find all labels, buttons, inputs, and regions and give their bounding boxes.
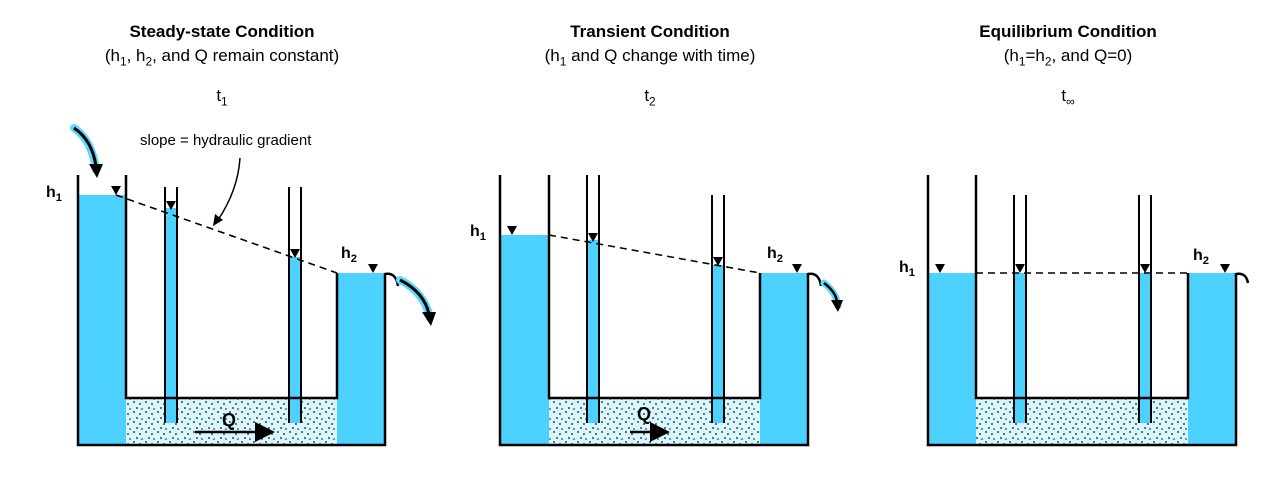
piezometer-2-water bbox=[1139, 273, 1151, 423]
left-reservoir-water bbox=[500, 235, 549, 445]
piezometer-1-tube bbox=[164, 187, 178, 423]
panel-3-h2-label: h2 bbox=[1193, 247, 1210, 268]
left-reservoir-water bbox=[928, 273, 976, 445]
water-level-marker bbox=[588, 233, 598, 242]
panel-equilibrium bbox=[926, 175, 1250, 447]
sand-aquifer bbox=[549, 398, 760, 445]
panel-2-subtitle: (h1 and Q change with time) bbox=[544, 46, 756, 69]
panel-3-time: t∞ bbox=[1061, 86, 1075, 109]
water-level-marker bbox=[1220, 264, 1230, 273]
water-level-marker bbox=[111, 186, 121, 195]
panel-1-h1-label: h1 bbox=[46, 184, 63, 205]
sand-aquifer bbox=[976, 398, 1188, 445]
inflow-arrow bbox=[73, 126, 98, 167]
water-level-marker bbox=[713, 257, 723, 266]
panel-3-subtitle: (h1=h2, and Q=0) bbox=[1003, 46, 1133, 69]
panel-1-flow-label: Q bbox=[222, 410, 237, 430]
water-level-marker bbox=[368, 264, 378, 273]
outflow-arrow-head bbox=[422, 312, 436, 326]
panel-2-h2-label: h2 bbox=[767, 245, 784, 266]
panel-2-title: Transient Condition bbox=[570, 22, 730, 41]
left-reservoir-water bbox=[78, 195, 126, 445]
panel-2-time: t2 bbox=[644, 86, 656, 109]
panel-2-h1-label: h1 bbox=[470, 223, 487, 244]
piezometer-1-water bbox=[587, 240, 599, 423]
hydraulic-gradient-line bbox=[548, 234, 761, 274]
panel-transient bbox=[498, 175, 843, 447]
container-outline bbox=[926, 175, 1238, 447]
piezometer-1-water bbox=[165, 208, 177, 423]
outflow-spout bbox=[807, 272, 823, 287]
outflow-arrow bbox=[399, 278, 431, 315]
hydraulic-gradient-line bbox=[115, 194, 338, 274]
water-level-marker bbox=[792, 264, 802, 273]
panel-1-h2-label: h2 bbox=[341, 245, 358, 266]
panel-1-time: t1 bbox=[216, 86, 228, 109]
gradient-annotation: slope = hydraulic gradient bbox=[140, 132, 312, 149]
water-level-marker bbox=[1140, 264, 1150, 273]
piezometer-2-water bbox=[712, 265, 724, 423]
container-outline bbox=[76, 175, 387, 447]
container-outline bbox=[498, 175, 810, 447]
water-level-marker bbox=[290, 249, 300, 258]
inflow-arrow-head bbox=[89, 164, 103, 178]
water-level-marker bbox=[507, 226, 517, 235]
piezometer-2-tube bbox=[711, 195, 725, 423]
right-reservoir-water bbox=[760, 273, 808, 445]
panel-1-title: Steady-state Condition bbox=[129, 22, 315, 41]
piezometer-1-water bbox=[1014, 273, 1026, 423]
gradient-annotation-arrowhead bbox=[213, 214, 223, 226]
water-level-marker bbox=[166, 201, 176, 210]
piezometer-1-tube bbox=[1013, 195, 1027, 423]
panel-steady-state bbox=[70, 124, 436, 447]
piezometer-2-tube bbox=[1138, 195, 1152, 423]
panel-1-subtitle: (h1, h2, and Q remain constant) bbox=[104, 46, 340, 69]
panel-3-title: Equilibrium Condition bbox=[979, 22, 1157, 41]
piezometer-2-tube bbox=[288, 187, 302, 423]
outflow-arrow-head bbox=[831, 300, 843, 312]
right-reservoir-water bbox=[337, 273, 385, 445]
panel-3-h1-label: h1 bbox=[899, 259, 916, 280]
outflow-spout bbox=[384, 272, 400, 287]
panel-2-flow-label: Q bbox=[637, 404, 652, 424]
right-reservoir-water bbox=[1188, 273, 1236, 445]
gradient-annotation-leader bbox=[217, 157, 241, 221]
piezometer-1-tube bbox=[586, 175, 600, 423]
outflow-spout bbox=[1235, 272, 1250, 284]
water-level-marker bbox=[935, 264, 945, 273]
piezometer-2-water bbox=[289, 257, 301, 423]
water-level-marker bbox=[1015, 264, 1025, 273]
